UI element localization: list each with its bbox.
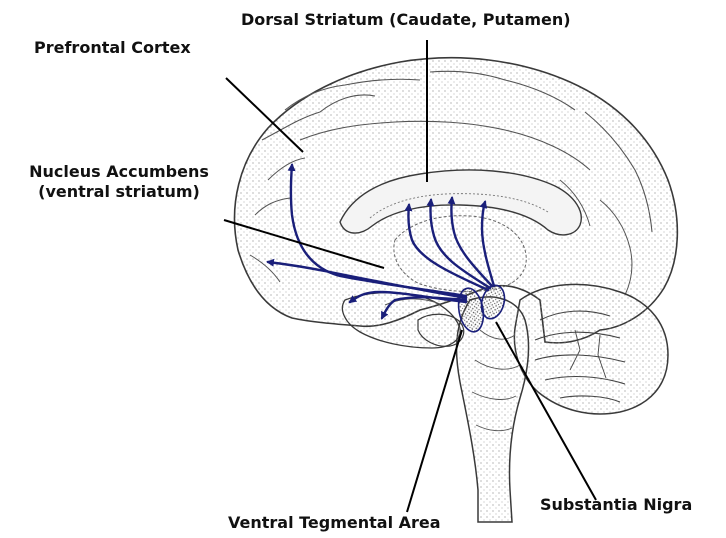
label-nucleus-accumbens-line2: (ventral striatum)	[8, 182, 230, 202]
label-substantia-nigra: Substantia Nigra	[540, 495, 692, 515]
label-ventral-tegmental-area: Ventral Tegmental Area	[228, 513, 441, 533]
leader-line-ventral-tegmental-area	[407, 330, 462, 512]
label-dorsal-striatum: Dorsal Striatum (Caudate, Putamen)	[241, 10, 571, 30]
dorsal-striatum-region	[394, 216, 526, 292]
label-prefrontal-cortex: Prefrontal Cortex	[34, 38, 191, 58]
label-nucleus-accumbens: Nucleus Accumbens (ventral striatum)	[8, 162, 230, 202]
brainstem	[457, 297, 529, 522]
label-nucleus-accumbens-line1: Nucleus Accumbens	[8, 162, 230, 182]
